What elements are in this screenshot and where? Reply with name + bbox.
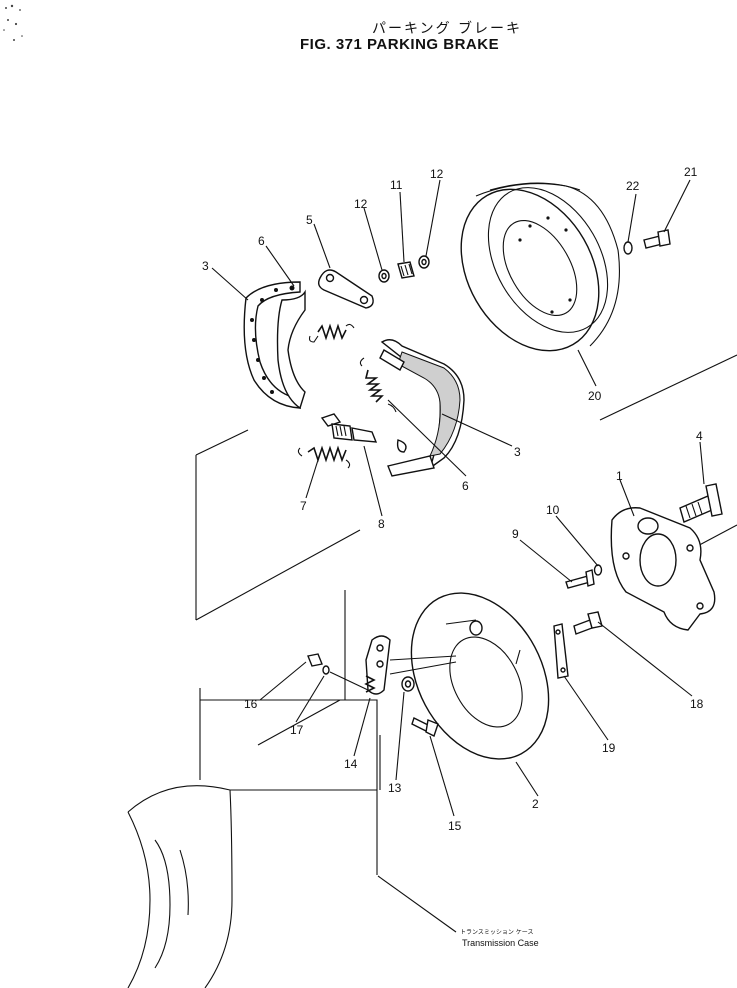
adjuster-screw bbox=[320, 413, 378, 443]
callout-19: 19 bbox=[602, 741, 616, 755]
callout-12-left: 12 bbox=[354, 197, 368, 211]
callout-3-right: 3 bbox=[514, 445, 521, 459]
bolt-15 bbox=[411, 717, 439, 737]
washer-12-left bbox=[378, 269, 390, 283]
callout-7: 7 bbox=[300, 499, 307, 513]
brake-drum bbox=[460, 182, 621, 352]
callout-13: 13 bbox=[388, 781, 402, 795]
callout-10: 10 bbox=[546, 503, 560, 517]
case-label-japanese: トランスミッション ケース bbox=[460, 929, 534, 936]
bolt-9 bbox=[565, 569, 595, 589]
callout-8: 8 bbox=[378, 517, 385, 531]
nut-16 bbox=[307, 653, 323, 667]
bushing-11 bbox=[397, 261, 415, 279]
pin-axis-line bbox=[329, 671, 369, 691]
return-spring-lower bbox=[359, 357, 397, 413]
washer-17 bbox=[322, 665, 330, 675]
callout-22: 22 bbox=[626, 179, 640, 193]
callout-17: 17 bbox=[290, 723, 304, 737]
adjuster-spring bbox=[297, 445, 351, 469]
callout-6-lower: 6 bbox=[462, 479, 469, 493]
bushing-13 bbox=[401, 676, 415, 692]
figure-title: FIG. 371 PARKING BRAKE bbox=[300, 36, 500, 53]
callout-14: 14 bbox=[344, 757, 358, 771]
washer-10 bbox=[593, 564, 603, 576]
lock-washer-22 bbox=[623, 241, 633, 255]
anchor-pin bbox=[679, 483, 723, 523]
callout-3-left: 3 bbox=[202, 259, 209, 273]
callout-21: 21 bbox=[684, 165, 698, 179]
callout-5: 5 bbox=[306, 213, 313, 227]
case-label: Transmission Case bbox=[462, 938, 539, 948]
return-spring-upper bbox=[308, 323, 355, 343]
callout-11: 11 bbox=[390, 178, 403, 192]
brake-shoe-left bbox=[243, 281, 306, 410]
scan-noise bbox=[3, 4, 23, 41]
callout-18: 18 bbox=[690, 697, 704, 711]
callout-9: 9 bbox=[512, 527, 519, 541]
callout-6-upper: 6 bbox=[258, 234, 265, 248]
callout-20: 20 bbox=[588, 389, 602, 403]
figure-title-japanese: パーキング ブレーキ bbox=[372, 21, 523, 37]
brake-shoe-right bbox=[379, 339, 465, 477]
assembly-boundary-lines bbox=[195, 354, 737, 621]
bolt-21 bbox=[643, 229, 671, 249]
callout-labels: 3 6 5 12 11 12 22 21 20 4 3 6 1 7 10 8 9… bbox=[202, 165, 704, 833]
back-plate bbox=[410, 592, 550, 760]
bracket-19 bbox=[553, 623, 569, 679]
callout-16: 16 bbox=[244, 697, 258, 711]
callout-1: 1 bbox=[616, 469, 623, 483]
transmission-case bbox=[127, 590, 381, 988]
bolt-18 bbox=[573, 611, 603, 635]
callout-4: 4 bbox=[696, 429, 703, 443]
parking-lever bbox=[364, 635, 457, 695]
leader-lines bbox=[211, 179, 705, 933]
callout-2: 2 bbox=[532, 797, 539, 811]
callout-15: 15 bbox=[448, 819, 462, 833]
link-plate bbox=[317, 269, 374, 309]
callout-12-right: 12 bbox=[430, 167, 444, 181]
washer-12-right bbox=[418, 255, 430, 269]
anchor-plate bbox=[610, 507, 716, 631]
